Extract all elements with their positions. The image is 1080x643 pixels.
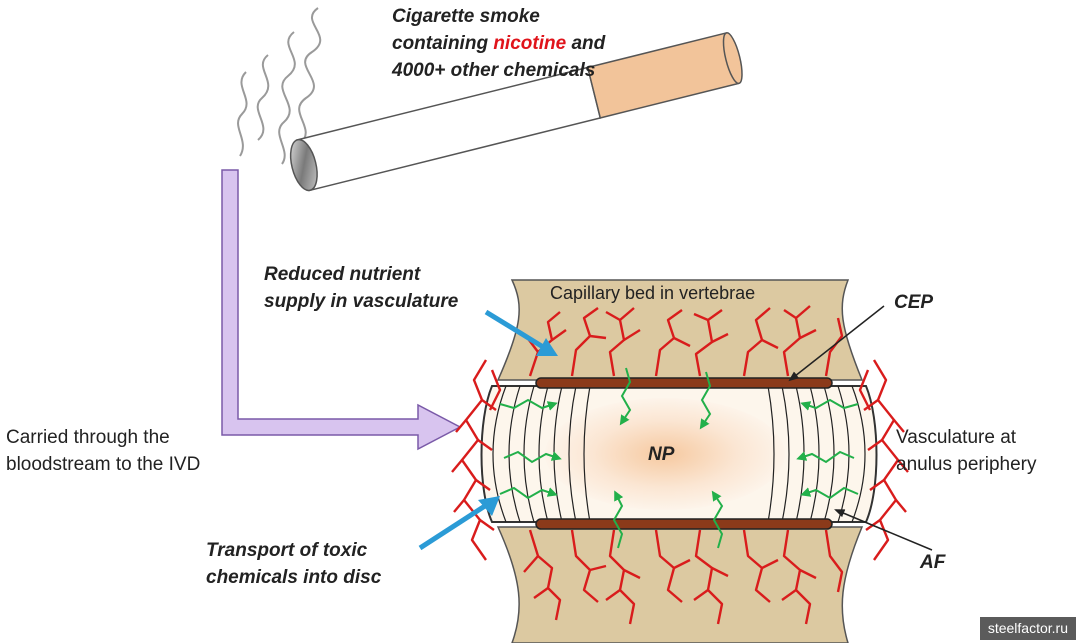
vertebral-capillaries [523, 305, 844, 625]
smoke-label: Cigarette smoke containing nicotine and … [392, 4, 605, 85]
np-label: NP [648, 444, 675, 465]
smoke-label-line2: containing nicotine and [392, 32, 606, 54]
nicotine-word: nicotine [493, 32, 567, 54]
capillary-label: Capillary bed in vertebrae [550, 283, 756, 303]
upper-endplate [535, 377, 833, 389]
cep-leader [788, 305, 885, 382]
nutrient-label: Reduced nutrient supply in vasculature [264, 264, 459, 312]
nutrient-pointer [484, 309, 550, 353]
anulus-lamellae [492, 385, 866, 523]
lower-endplate [535, 518, 833, 530]
cigarette-filter [586, 32, 739, 119]
smoke-label-line1: Cigarette smoke [392, 6, 540, 27]
toxic-pointer [418, 501, 490, 551]
bloodstream-arrow [221, 169, 462, 451]
toxic-label: Transport of toxic chemicals into disc [206, 540, 382, 588]
smoke-wisps [237, 7, 322, 165]
bloodstream-label: Carried through the bloodstream to the I… [6, 427, 201, 475]
cep-label: CEP [894, 292, 934, 313]
nucleus-pulposus [545, 398, 785, 510]
watermark: steelfactor.ru [979, 617, 1076, 640]
vasculature-label: Vasculature at anulus periphery [896, 427, 1037, 475]
cigarette [289, 32, 743, 192]
af-label: AF [920, 552, 946, 573]
upper-vertebra [496, 279, 864, 381]
af-leader [834, 509, 933, 551]
cigarette-ash [289, 138, 318, 192]
smoke-label-line3: 4000+ other chemicals [392, 59, 596, 81]
cigarette-paper [295, 66, 602, 192]
lower-vertebra [496, 526, 864, 643]
diffusion-arrows [499, 367, 859, 549]
peripheral-vessels [451, 359, 909, 561]
